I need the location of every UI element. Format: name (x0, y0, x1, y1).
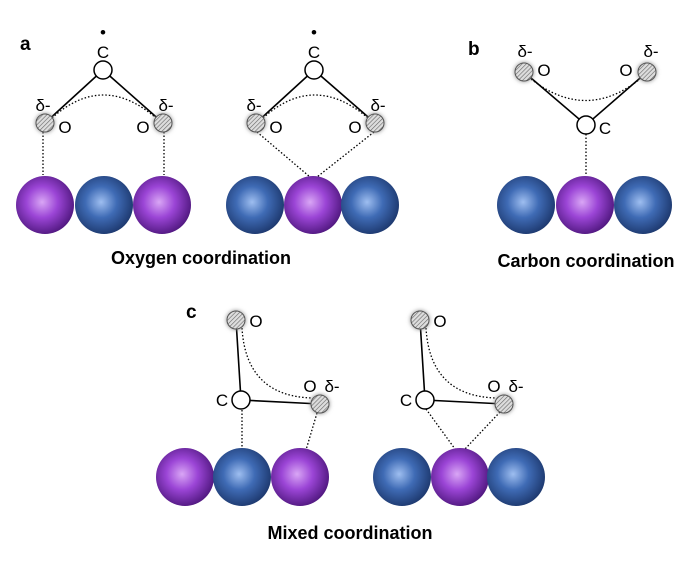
surface-bond (425, 408, 456, 450)
delocalized-bond (425, 327, 497, 399)
surface-bond (256, 131, 311, 178)
oxygen-atom (153, 113, 173, 133)
oxygen-label: O (136, 118, 149, 137)
radical-dot: • (100, 23, 106, 42)
oxygen-atom (226, 310, 246, 330)
carbon-label: C (97, 43, 109, 62)
surface-bond (316, 131, 375, 178)
surface-bond (464, 411, 501, 450)
oxygen-label: O (303, 377, 316, 396)
partial-charge-label: δ- (517, 42, 532, 61)
delocalized-bond (530, 78, 641, 102)
blue-sphere (487, 448, 545, 506)
delocalized-bond (51, 94, 157, 119)
carbon-atom (304, 60, 324, 80)
oxygen-label: O (619, 61, 632, 80)
partial-charge-label: δ- (508, 377, 523, 396)
oxygen-label: O (433, 312, 446, 331)
partial-charge-label: δ- (643, 42, 658, 61)
panel-c-structure-1: c O C O δ- (156, 302, 340, 506)
blue-sphere (341, 176, 399, 234)
oxygen-atom (514, 62, 534, 82)
blue-sphere (226, 176, 284, 234)
carbon-atom (576, 115, 596, 135)
carbon-label: C (400, 391, 412, 410)
oxygen-label: O (58, 118, 71, 137)
purple-sphere (431, 448, 489, 506)
blue-sphere (614, 176, 672, 234)
oxygen-label: O (269, 118, 282, 137)
oxygen-atom (494, 394, 514, 414)
partial-charge-label: δ- (158, 96, 173, 115)
oxygen-atom (637, 62, 657, 82)
carbon-label: C (599, 119, 611, 138)
purple-sphere (556, 176, 614, 234)
blue-sphere (497, 176, 555, 234)
delocalized-bond (241, 327, 313, 399)
partial-charge-label: δ- (246, 96, 261, 115)
carbon-atom (93, 60, 113, 80)
carbon-atom (415, 390, 435, 410)
blue-sphere (213, 448, 271, 506)
purple-sphere (271, 448, 329, 506)
oxygen-label: O (487, 377, 500, 396)
partial-charge-label: δ- (35, 96, 50, 115)
carbon-label: C (308, 43, 320, 62)
panel-a-letter: a (20, 34, 31, 55)
panel-b-structure: b δ- δ- O O C (468, 39, 672, 234)
panel-c-structure-2: O C O δ- (373, 310, 545, 506)
oxygen-atom (35, 113, 55, 133)
panel-c-letter: c (186, 302, 197, 323)
oxygen-atom (310, 394, 330, 414)
partial-charge-label: δ- (324, 377, 339, 396)
purple-sphere (156, 448, 214, 506)
purple-sphere (16, 176, 74, 234)
delocalized-bond (262, 94, 369, 119)
panel-a-structure-1: a • C O O δ- δ- (16, 23, 191, 234)
oxygen-label: O (348, 118, 361, 137)
purple-sphere (133, 176, 191, 234)
panel-a-caption: Oxygen coordination (111, 248, 291, 268)
oxygen-atom (246, 113, 266, 133)
panel-b-letter: b (468, 39, 480, 60)
oxygen-label: O (249, 312, 262, 331)
radical-dot: • (311, 23, 317, 42)
oxygen-atom (410, 310, 430, 330)
blue-sphere (75, 176, 133, 234)
blue-sphere (373, 448, 431, 506)
surface-bond (305, 412, 318, 451)
oxygen-label: O (537, 61, 550, 80)
carbon-atom (231, 390, 251, 410)
panel-b-caption: Carbon coordination (498, 251, 675, 271)
carbon-label: C (216, 391, 228, 410)
oxygen-atom (365, 113, 385, 133)
panel-c-caption: Mixed coordination (267, 523, 432, 543)
panel-a-structure-2: • C O O δ- δ- (226, 23, 399, 234)
partial-charge-label: δ- (370, 96, 385, 115)
purple-sphere (284, 176, 342, 234)
